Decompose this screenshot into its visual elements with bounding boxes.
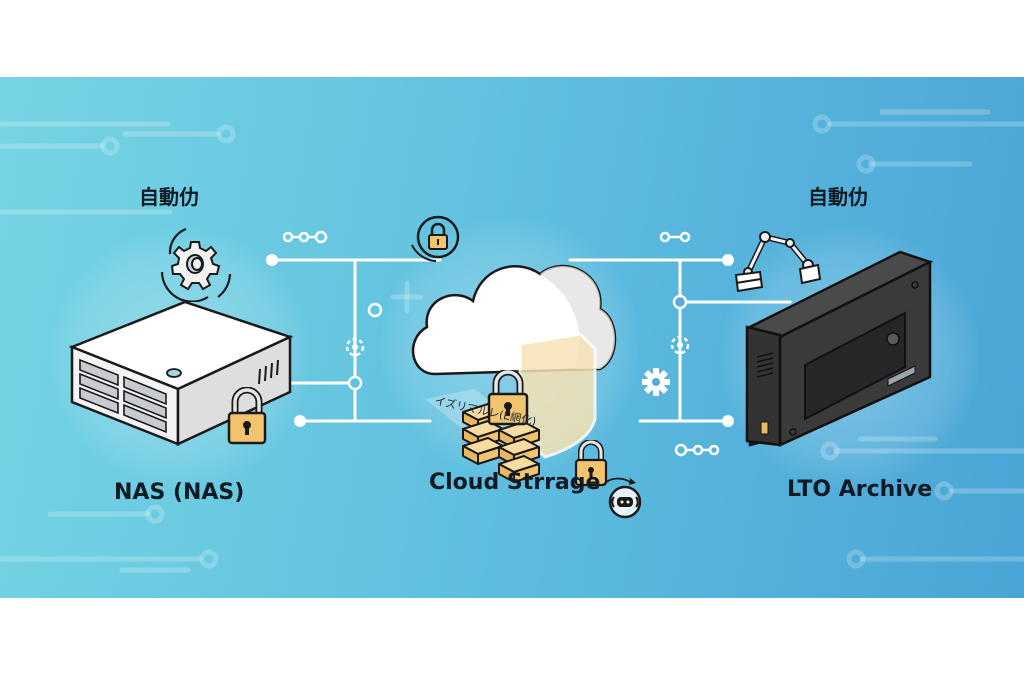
- connector-dot: [266, 254, 278, 266]
- connector-target: [670, 335, 690, 355]
- cloud-storage-label: Cloud Strrage: [429, 470, 601, 495]
- nas-automation-label: 自動仂: [139, 185, 199, 209]
- chain-link-icon: [674, 443, 720, 457]
- connector-ring: [367, 302, 383, 318]
- bg-node: [856, 154, 876, 174]
- background-circuit-lines: [0, 109, 1024, 573]
- lto-cartridge-icon: [745, 250, 934, 447]
- lto-archive-label: LTO Archive: [787, 477, 933, 502]
- robot-arm-icon: [734, 231, 822, 293]
- bg-node: [145, 504, 165, 524]
- box: [498, 455, 540, 483]
- robot-badge-icon: [603, 477, 642, 519]
- bg-node: [100, 136, 120, 156]
- diagram-banner: 自動仂 自動仂 NAS (NAS) Cloud Strrage LTO Arch…: [0, 77, 1024, 598]
- lock-icon: [574, 440, 608, 487]
- connector-dot: [352, 344, 358, 350]
- connector-dot: [294, 415, 306, 427]
- connector-dot: [722, 254, 734, 266]
- chain-link-icon: [282, 230, 328, 244]
- bg-node: [216, 124, 236, 144]
- lock-icon: [487, 370, 529, 426]
- bg-node: [812, 114, 832, 134]
- connector-junction: [347, 375, 363, 391]
- lock-icon: [227, 387, 267, 445]
- bg-node: [199, 549, 219, 569]
- bg-node: [934, 481, 954, 501]
- connector-junction: [672, 294, 688, 310]
- connector-dot: [722, 415, 734, 427]
- chain-link-icon: [659, 231, 691, 243]
- gear-icon: [642, 368, 670, 396]
- nas-label: NAS (NAS): [114, 480, 245, 505]
- bg-node: [820, 441, 840, 461]
- nas-device-icon: [68, 300, 294, 446]
- bg-node: [846, 549, 866, 569]
- connector-network: [266, 230, 792, 457]
- lto-automation-label: 自動仂: [808, 185, 868, 209]
- nas-gear-icon: [160, 227, 232, 302]
- connector-target: [345, 337, 365, 357]
- lock-circle-icon: [411, 215, 460, 262]
- box: [462, 437, 504, 465]
- connector-dot: [677, 342, 683, 348]
